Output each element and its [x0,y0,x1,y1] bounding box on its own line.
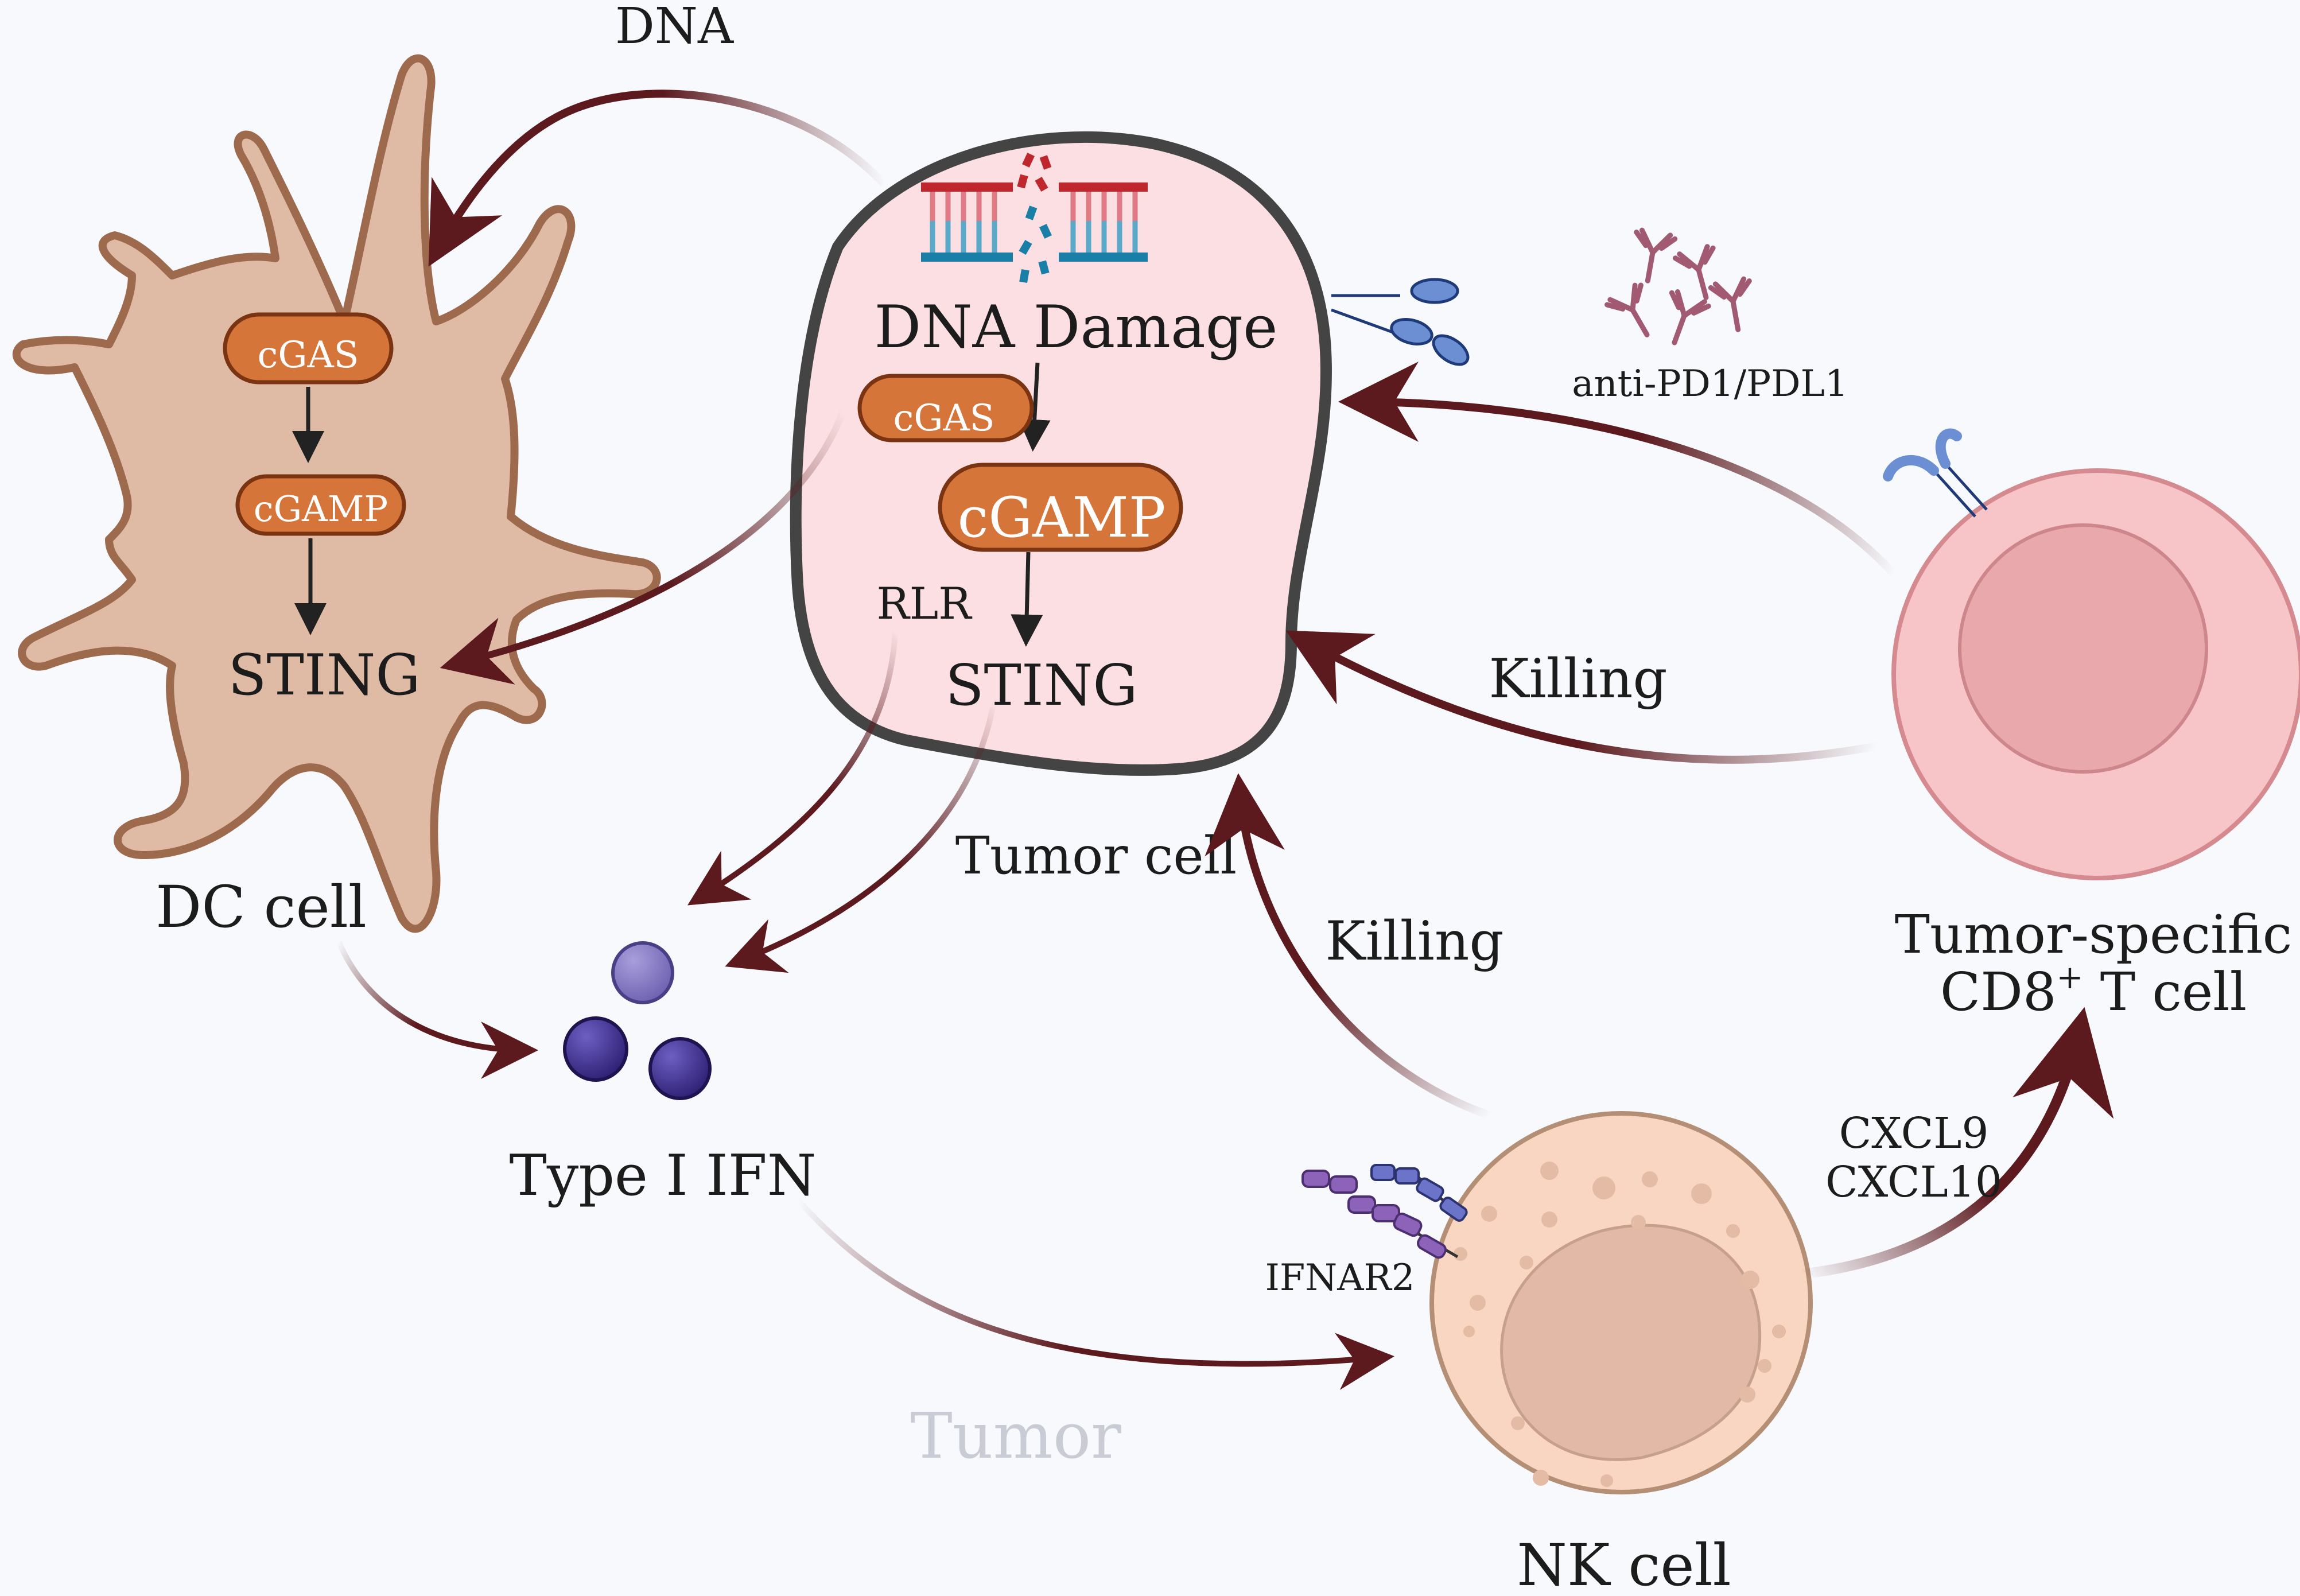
antibody-icon [1708,276,1752,332]
nk-cell [1301,1111,1813,1494]
tcr-receptor-icon [1883,428,1988,518]
type-i-ifn-label: Type I IFN [510,1143,817,1209]
arrow-anti-pd1 [1338,362,1897,577]
tumor-cgas-pill: cGAS [857,374,1034,442]
rlr-label: RLR [877,578,973,629]
ifn-particle-dark [563,1016,628,1082]
dc-cgas-pill: cGAS [223,312,394,385]
tumor-arrow-cgamp-sting [1011,552,1043,647]
arrow-nk-killing [1205,773,1494,1120]
ifnar2-receptor-icon [1301,1164,1468,1259]
arrow-ifn-to-nk [795,1197,1394,1390]
nk-granules [1454,1162,1786,1487]
tumor-arrow-damage-cgamp [1018,362,1051,452]
pdl1-receptor [1331,278,1470,366]
tumor-cell: DNA Damage cGAS cGAMP RLR STING [790,131,1470,776]
arrow-dc-to-ifn [336,940,538,1079]
tumor-cell-label: Tumor cell [955,826,1237,886]
ifn-particle-light [611,941,674,1004]
tumor-sting-label: STING [945,653,1137,719]
antibody-icon [1669,289,1711,345]
tumor-cgamp-pill: cGAMP [938,463,1183,552]
ifn-particle-dark [648,1037,712,1100]
tumor-cgamp-label: cGAMP [958,486,1166,550]
t-cell-label-line2: CD8+ T cell [1940,959,2247,1023]
t-cell-label-line1: Tumor-specific [1895,904,2293,965]
nk-killing-label: Killing [1325,910,1503,973]
dna-damage-label: DNA Damage [875,293,1278,362]
arrow-tcell-killing [1285,630,1878,764]
dc-cgas-label: cGAS [257,334,359,376]
nk-cell-nucleus [1500,1224,1761,1461]
antibody-icon [1634,227,1678,284]
nk-cell-label: NK cell [1517,1532,1731,1593]
dc-cell: cGAS cGAMP STING [12,54,661,933]
t-cell-text: T cell [2083,961,2247,1023]
tcell-killing-label: Killing [1489,648,1667,710]
type-i-ifn-particles [563,941,712,1100]
ifnar2-label: IFNAR2 [1265,1257,1415,1299]
dc-cell-label: DC cell [156,873,367,941]
dna-damage-icon [921,153,1148,284]
dc-sting-label: STING [228,643,420,708]
t-cell-nucleus [1958,523,2208,774]
arrow-sting-to-ifn [725,706,996,973]
arrow-cxcl-to-tcell [1801,1007,2114,1279]
cxcl10-label: CXCL10 [1825,1158,2002,1207]
arrow-tumor-to-dc-sting [440,409,847,685]
dna-label: DNA [615,0,734,55]
antibody-icon [1672,244,1716,300]
antibody-icon [1604,282,1650,337]
arrow-dna-to-dc [428,90,887,267]
tumor-watermark-label: Tumor [910,1399,1121,1473]
antibody-icons [1604,227,1752,345]
cxcl9-label: CXCL9 [1839,1109,1989,1158]
arrow-rlr-to-ifn [687,631,898,906]
dc-cgamp-pill: cGAMP [235,474,406,536]
tumor-cgas-label: cGAS [893,397,994,440]
cd8-t-cell [1883,428,2300,880]
anti-pd1-label: anti-PD1/PDL1 [1572,363,1848,405]
cd8-superscript: + [2057,959,2084,996]
dc-cgamp-label: cGAMP [254,488,388,530]
tumor-cell-membrane [790,131,1332,776]
cd8-text: CD8 [1940,961,2057,1023]
